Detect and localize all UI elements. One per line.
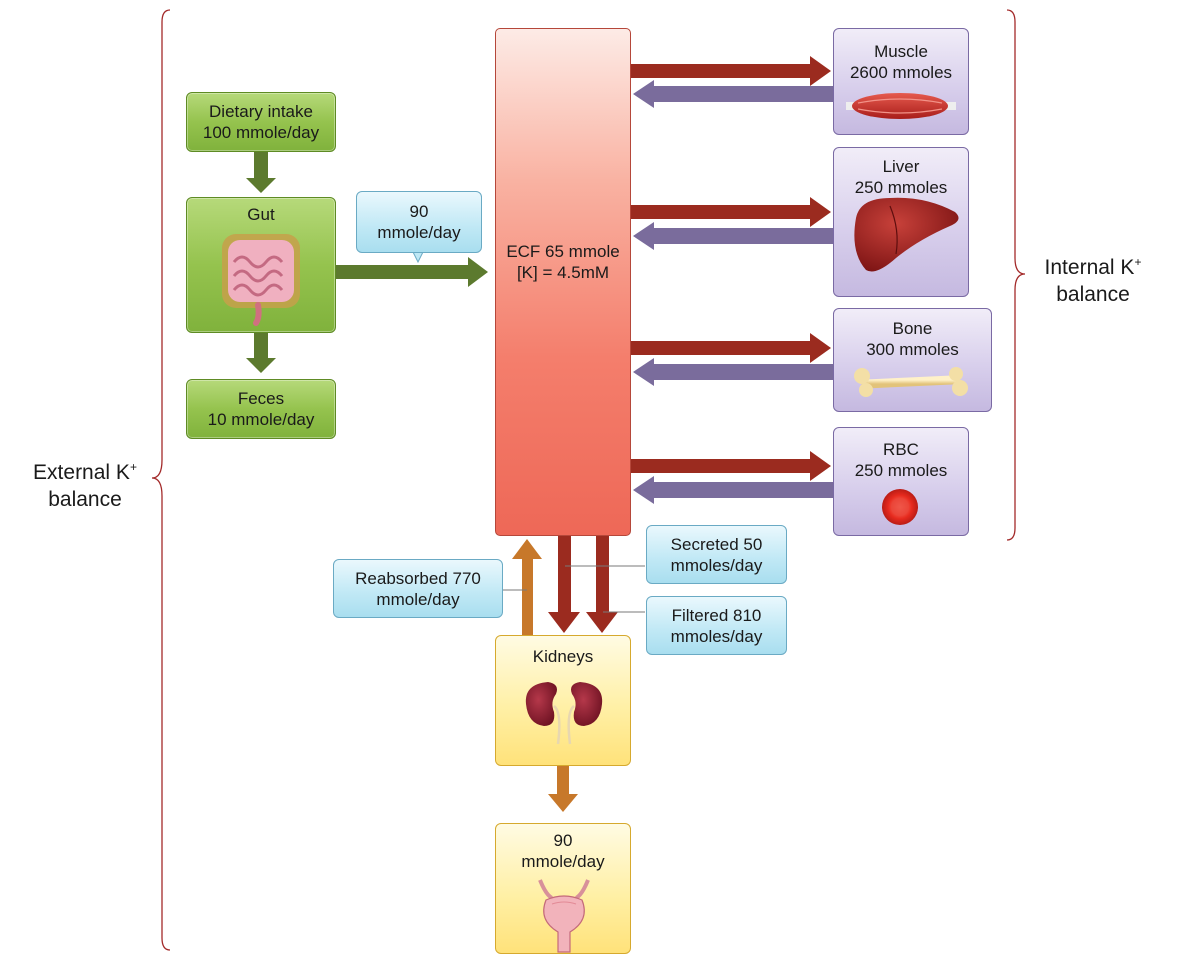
- feces-value: 10 mmole/day: [207, 410, 315, 429]
- kidneys-box: Kidneys: [495, 635, 631, 766]
- feces-label: Feces: [237, 389, 285, 408]
- green-arrows: [246, 152, 488, 373]
- kidney-to-urine-arrow: [548, 766, 578, 812]
- gut-to-ecf-arrow: [335, 257, 488, 287]
- secreted-unit: mmoles/day: [670, 556, 763, 575]
- rbc-box: RBC 250 mmoles: [833, 427, 969, 536]
- gut-to-feces-arrow: [246, 333, 276, 373]
- urine-output-amount: 90: [553, 831, 573, 850]
- ecf-compartment: ECF 65 mmole [K] = 4.5mM: [495, 28, 631, 536]
- secretion-arrow: [548, 536, 580, 633]
- muscle-label: Muscle: [874, 42, 928, 61]
- filtered-label: Filtered 810: [671, 606, 762, 625]
- gut-box: Gut: [186, 197, 336, 333]
- urine-output-unit: mmole/day: [521, 852, 605, 871]
- reabsorption-arrow: [512, 539, 542, 635]
- liver-label: Liver: [882, 157, 920, 176]
- rbc-to-ecf-arrow: [633, 476, 833, 504]
- filtered-callout: Filtered 810 mmoles/day: [646, 596, 787, 655]
- muscle-box: Muscle 2600 mmoles: [833, 28, 969, 135]
- muscle-to-ecf-arrow: [633, 80, 833, 108]
- secreted-callout: Secreted 50 mmoles/day: [646, 525, 787, 584]
- reabsorbed-unit: mmole/day: [376, 590, 460, 609]
- liver-to-ecf-arrow: [633, 222, 833, 250]
- filtration-arrow: [586, 536, 618, 633]
- kidneys-label: Kidneys: [532, 647, 594, 666]
- dietary-intake-value: 100 mmole/day: [202, 123, 320, 142]
- ecf-title: ECF: [506, 242, 541, 261]
- feces-box: Feces 10 mmole/day: [186, 379, 336, 439]
- liver-box: Liver 250 mmoles: [833, 147, 969, 297]
- ecf-amount: 65 mmole: [545, 242, 620, 261]
- gut-absorption-amount: 90: [409, 202, 429, 221]
- gut-absorption-callout: 90 mmole/day: [356, 191, 482, 253]
- ecf-to-muscle-arrow: [631, 56, 831, 86]
- gut-absorption-unit: mmole/day: [377, 223, 461, 242]
- bone-label: Bone: [892, 319, 933, 338]
- liver-value: 250 mmoles: [854, 178, 948, 197]
- external-balance-label: External K+ balance: [20, 454, 150, 513]
- internal-balance-superscript: +: [1134, 255, 1142, 269]
- urine-output-box: 90 mmole/day: [495, 823, 631, 954]
- external-balance-bracket: [151, 9, 171, 951]
- internal-balance-label: Internal K+ balance: [1028, 249, 1158, 308]
- rbc-value: 250 mmoles: [854, 461, 948, 480]
- ecf-concentration: [K] = 4.5mM: [516, 263, 610, 282]
- dietary-to-gut-arrow: [246, 152, 276, 193]
- dietary-intake-label: Dietary intake: [209, 102, 313, 121]
- ecf-to-liver-arrow: [631, 197, 831, 227]
- external-balance-superscript: +: [129, 460, 137, 474]
- muscle-value: 2600 mmoles: [849, 63, 953, 82]
- internal-balance-text-2: balance: [1056, 283, 1130, 306]
- reabsorbed-label: Reabsorbed 770: [355, 569, 481, 588]
- exchange-arrows: [631, 56, 833, 504]
- internal-balance-text: Internal K: [1044, 256, 1135, 279]
- ecf-to-rbc-arrow: [631, 451, 831, 481]
- secreted-label: Secreted 50: [670, 535, 763, 554]
- external-balance-text: External K: [33, 461, 130, 484]
- dietary-intake-box: Dietary intake 100 mmole/day: [186, 92, 336, 152]
- internal-balance-bracket: [1006, 9, 1026, 541]
- gut-label: Gut: [247, 205, 275, 224]
- bone-box: Bone 300 mmoles: [833, 308, 992, 412]
- callout-leaders: [412, 251, 645, 613]
- kidney-arrows: [512, 536, 618, 812]
- bone-value: 300 mmoles: [866, 340, 959, 359]
- filtered-unit: mmoles/day: [670, 627, 763, 646]
- rbc-label: RBC: [883, 440, 919, 459]
- ecf-to-bone-arrow: [631, 333, 831, 363]
- external-balance-text-2: balance: [48, 488, 122, 511]
- bone-to-ecf-arrow: [633, 358, 833, 386]
- reabsorbed-callout: Reabsorbed 770 mmole/day: [333, 559, 503, 618]
